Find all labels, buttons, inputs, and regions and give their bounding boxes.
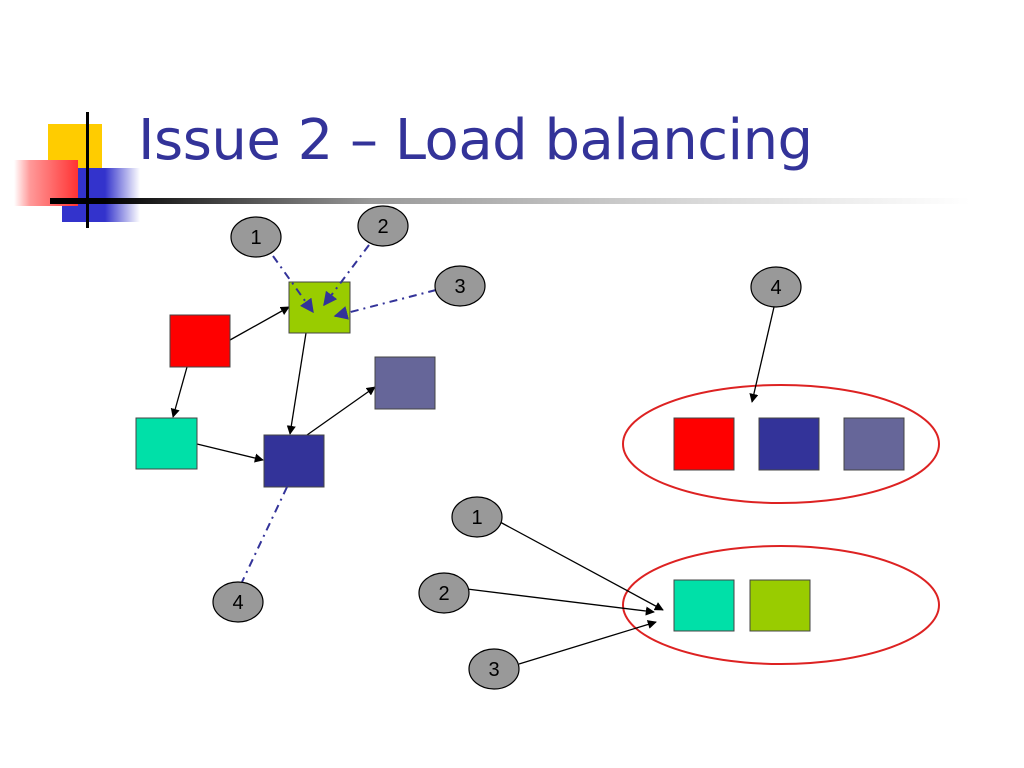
link-3-to-green (333, 289, 437, 320)
badge-4-label: 4 (232, 592, 243, 614)
badge-3-label: 3 (454, 276, 465, 298)
edge-navy-to-slate (306, 386, 376, 436)
task-red (169, 314, 231, 368)
arrow-4-to-top-group (749, 306, 775, 403)
task-slate (374, 356, 436, 410)
badge-3: 3 (434, 265, 486, 307)
task-graph: 1 2 3 4 (135, 205, 486, 623)
processor-group-top: 4 (622, 266, 940, 504)
edge-red-to-teal (170, 366, 188, 418)
group-bottom-green (749, 579, 811, 632)
slide-title: Issue 2 – Load balancing (138, 108, 813, 173)
badge-1: 1 (230, 216, 282, 258)
task-teal (135, 417, 198, 470)
group-badge-1: 1 (451, 496, 503, 538)
arrow-1-to-bottom-group (499, 521, 664, 611)
group-badge-3-label: 3 (488, 659, 499, 681)
badge-2: 2 (357, 205, 409, 247)
link-2-to-green (323, 244, 370, 307)
arrow-2-to-bottom-group (466, 588, 655, 616)
group-badge-3: 3 (468, 648, 520, 690)
link-navy-to-4 (241, 486, 288, 583)
group-bottom-outline (622, 545, 940, 665)
group-top-slate (843, 417, 905, 471)
title-decoration-vertical-line (86, 112, 89, 228)
edge-teal-to-navy (196, 443, 264, 463)
link-1-to-green (272, 255, 314, 314)
group-badge-2: 2 (418, 572, 470, 614)
edge-green-to-navy (286, 332, 307, 435)
task-navy (263, 434, 325, 488)
group-badge-1-label: 1 (471, 507, 482, 529)
edge-red-to-green (229, 306, 290, 341)
arrow-3-to-bottom-group (518, 620, 657, 665)
group-badge-4-label: 4 (770, 277, 781, 299)
title-underline (50, 198, 970, 204)
badge-1-label: 1 (250, 227, 261, 249)
badge-4: 4 (212, 581, 264, 623)
group-top-outline (622, 384, 940, 504)
group-top-red (673, 417, 735, 471)
processor-group-bottom: 1 2 3 (418, 496, 940, 690)
group-badge-4: 4 (750, 266, 802, 308)
group-bottom-teal (673, 579, 735, 632)
group-top-navy (758, 417, 820, 471)
group-badge-2-label: 2 (438, 583, 449, 605)
badge-2-label: 2 (377, 216, 388, 238)
